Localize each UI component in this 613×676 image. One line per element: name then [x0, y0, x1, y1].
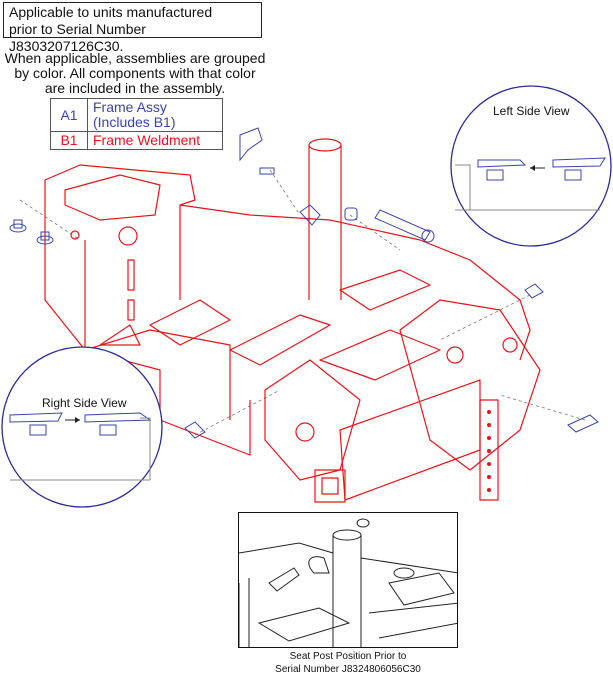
- legend-row-a1: A1 Frame Assy (Includes B1): [50, 98, 223, 132]
- note-line-3: are included in the assembly.: [44, 80, 226, 96]
- notice-line-1: Applicable to units manufactured: [9, 4, 213, 20]
- legend-label-line-1: Frame Assy: [93, 99, 167, 115]
- applicability-notice: Applicable to units manufactured prior t…: [3, 2, 262, 54]
- leader-lines: [19, 169, 586, 436]
- inset-caption: Seat Post Position Prior to Serial Numbe…: [238, 650, 458, 676]
- cam-lever-icon: [239, 127, 263, 162]
- frame-weldment: [44, 138, 541, 503]
- note-line-1: When applicable, assemblies are grouped: [4, 50, 266, 66]
- caption-line-1: Seat Post Position Prior to: [289, 651, 407, 662]
- legend-code: B1: [50, 131, 88, 150]
- legend-row-b1: B1 Frame Weldment: [50, 131, 223, 150]
- hardware-parts: [9, 127, 599, 439]
- left-side-view-label: Left Side View: [493, 104, 570, 118]
- note-line-2: by color. All components with that color: [14, 65, 256, 81]
- legend-label-line-2: (Includes B1): [93, 114, 176, 130]
- assembly-legend-table: A1 Frame Assy (Includes B1) B1 Frame Wel…: [50, 98, 223, 150]
- legend-label: Frame Weldment: [87, 131, 223, 150]
- right-side-view-label: Right Side View: [42, 396, 127, 410]
- legend-label: Frame Assy (Includes B1): [87, 98, 223, 132]
- right-side-view-detail: [1, 346, 163, 508]
- seat-post-inset-drawing: [239, 518, 457, 647]
- legend-code: A1: [50, 98, 88, 132]
- left-side-view-detail: [450, 85, 612, 247]
- caption-line-2: Serial Number J8324806056C30: [275, 664, 421, 675]
- notice-line-2: prior to Serial Number J8303207126C30.: [9, 21, 146, 54]
- seat-post-inset: [238, 512, 458, 648]
- color-grouping-note: When applicable, assemblies are grouped …: [0, 51, 270, 96]
